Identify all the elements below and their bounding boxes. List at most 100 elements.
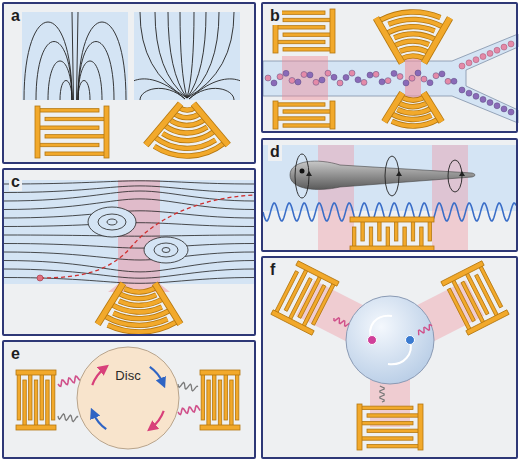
acoustic-wave [177, 405, 200, 415]
particle [368, 336, 377, 345]
field-line [78, 42, 114, 101]
particle [331, 74, 337, 80]
particle [391, 70, 397, 76]
disc-label: Disc [76, 368, 180, 383]
particle [343, 74, 349, 80]
particle [501, 44, 507, 50]
particle [501, 106, 507, 112]
rotation-arrowhead [459, 171, 465, 176]
straight-idt [35, 106, 109, 158]
acoustic-wave [417, 324, 433, 335]
particle [349, 70, 355, 76]
particle [271, 80, 277, 86]
particle [466, 90, 472, 96]
particle [451, 78, 457, 84]
particle [459, 63, 465, 69]
field-line [60, 81, 72, 101]
field-line [78, 22, 126, 100]
particle [403, 80, 409, 86]
particle [355, 77, 361, 83]
particle [301, 72, 307, 78]
field-line [187, 12, 206, 98]
streamline [4, 244, 254, 249]
acoustic-zone [432, 145, 468, 250]
figure-panel: b [261, 2, 518, 133]
curved-idt [146, 104, 228, 156]
particle [459, 87, 465, 93]
particle [480, 54, 486, 60]
streamline [4, 252, 254, 260]
vortex [144, 237, 188, 263]
particle [508, 41, 514, 47]
disc-shape [76, 346, 180, 450]
particle [433, 73, 439, 79]
particle [494, 103, 500, 109]
panel-ground [3, 169, 255, 335]
rotation-arrowhead [396, 171, 402, 176]
vortex [154, 243, 178, 257]
organism [290, 161, 475, 189]
acoustic-wave [57, 413, 78, 422]
straight-idt [16, 370, 56, 430]
disc-outline [77, 347, 179, 449]
field-line [187, 12, 234, 98]
particle [466, 60, 472, 66]
acoustic-wave [380, 386, 384, 402]
rotation-arrow [93, 413, 106, 429]
particle-path [40, 195, 254, 278]
figure-panel: f [261, 256, 518, 459]
particle [445, 78, 451, 84]
figure-panel: d [261, 138, 518, 252]
field-line [168, 12, 187, 98]
panel-letter: e [9, 345, 22, 363]
figure-panel: c [2, 168, 256, 336]
particle [494, 47, 500, 53]
field-line [155, 12, 187, 98]
panel-ground [262, 139, 517, 251]
field-line [187, 12, 194, 98]
marker-dot [300, 169, 305, 174]
field-line [72, 12, 78, 100]
particle [473, 57, 479, 63]
particle [427, 80, 433, 86]
figure-panel: eDisc [2, 340, 256, 459]
straight-idt [350, 217, 434, 251]
rotation-arrow [151, 411, 163, 428]
particle [325, 70, 331, 76]
panel-letter: d [268, 143, 282, 161]
particle [487, 50, 493, 56]
curved-idt [376, 12, 450, 63]
particle [406, 336, 415, 345]
panel-letter: b [268, 7, 282, 25]
panel-ground [262, 3, 517, 132]
field-line [140, 12, 187, 98]
particle [361, 79, 367, 85]
vortex [162, 248, 170, 253]
rotation-arrowhead [306, 171, 312, 176]
particle [421, 76, 427, 82]
acoustic-wave [333, 316, 349, 327]
field-line [187, 12, 219, 98]
field-line [180, 12, 187, 98]
particle [319, 77, 325, 83]
particle [379, 79, 385, 85]
field-line [189, 88, 234, 100]
figure-panel: a [2, 2, 256, 164]
particle [397, 74, 403, 80]
particle [289, 77, 295, 83]
streamline [4, 181, 254, 184]
rotation-arrow [92, 368, 104, 385]
vortex [88, 207, 136, 237]
field-line [134, 79, 185, 100]
field-line [78, 81, 90, 101]
particle [265, 75, 271, 81]
field-line [189, 79, 240, 100]
straight-idt [441, 261, 509, 335]
acoustic-zone [405, 56, 421, 100]
field-box [22, 12, 128, 100]
vortex [107, 219, 117, 225]
panel-ground [3, 341, 255, 458]
particle [415, 70, 421, 76]
panel-ground [3, 3, 255, 163]
